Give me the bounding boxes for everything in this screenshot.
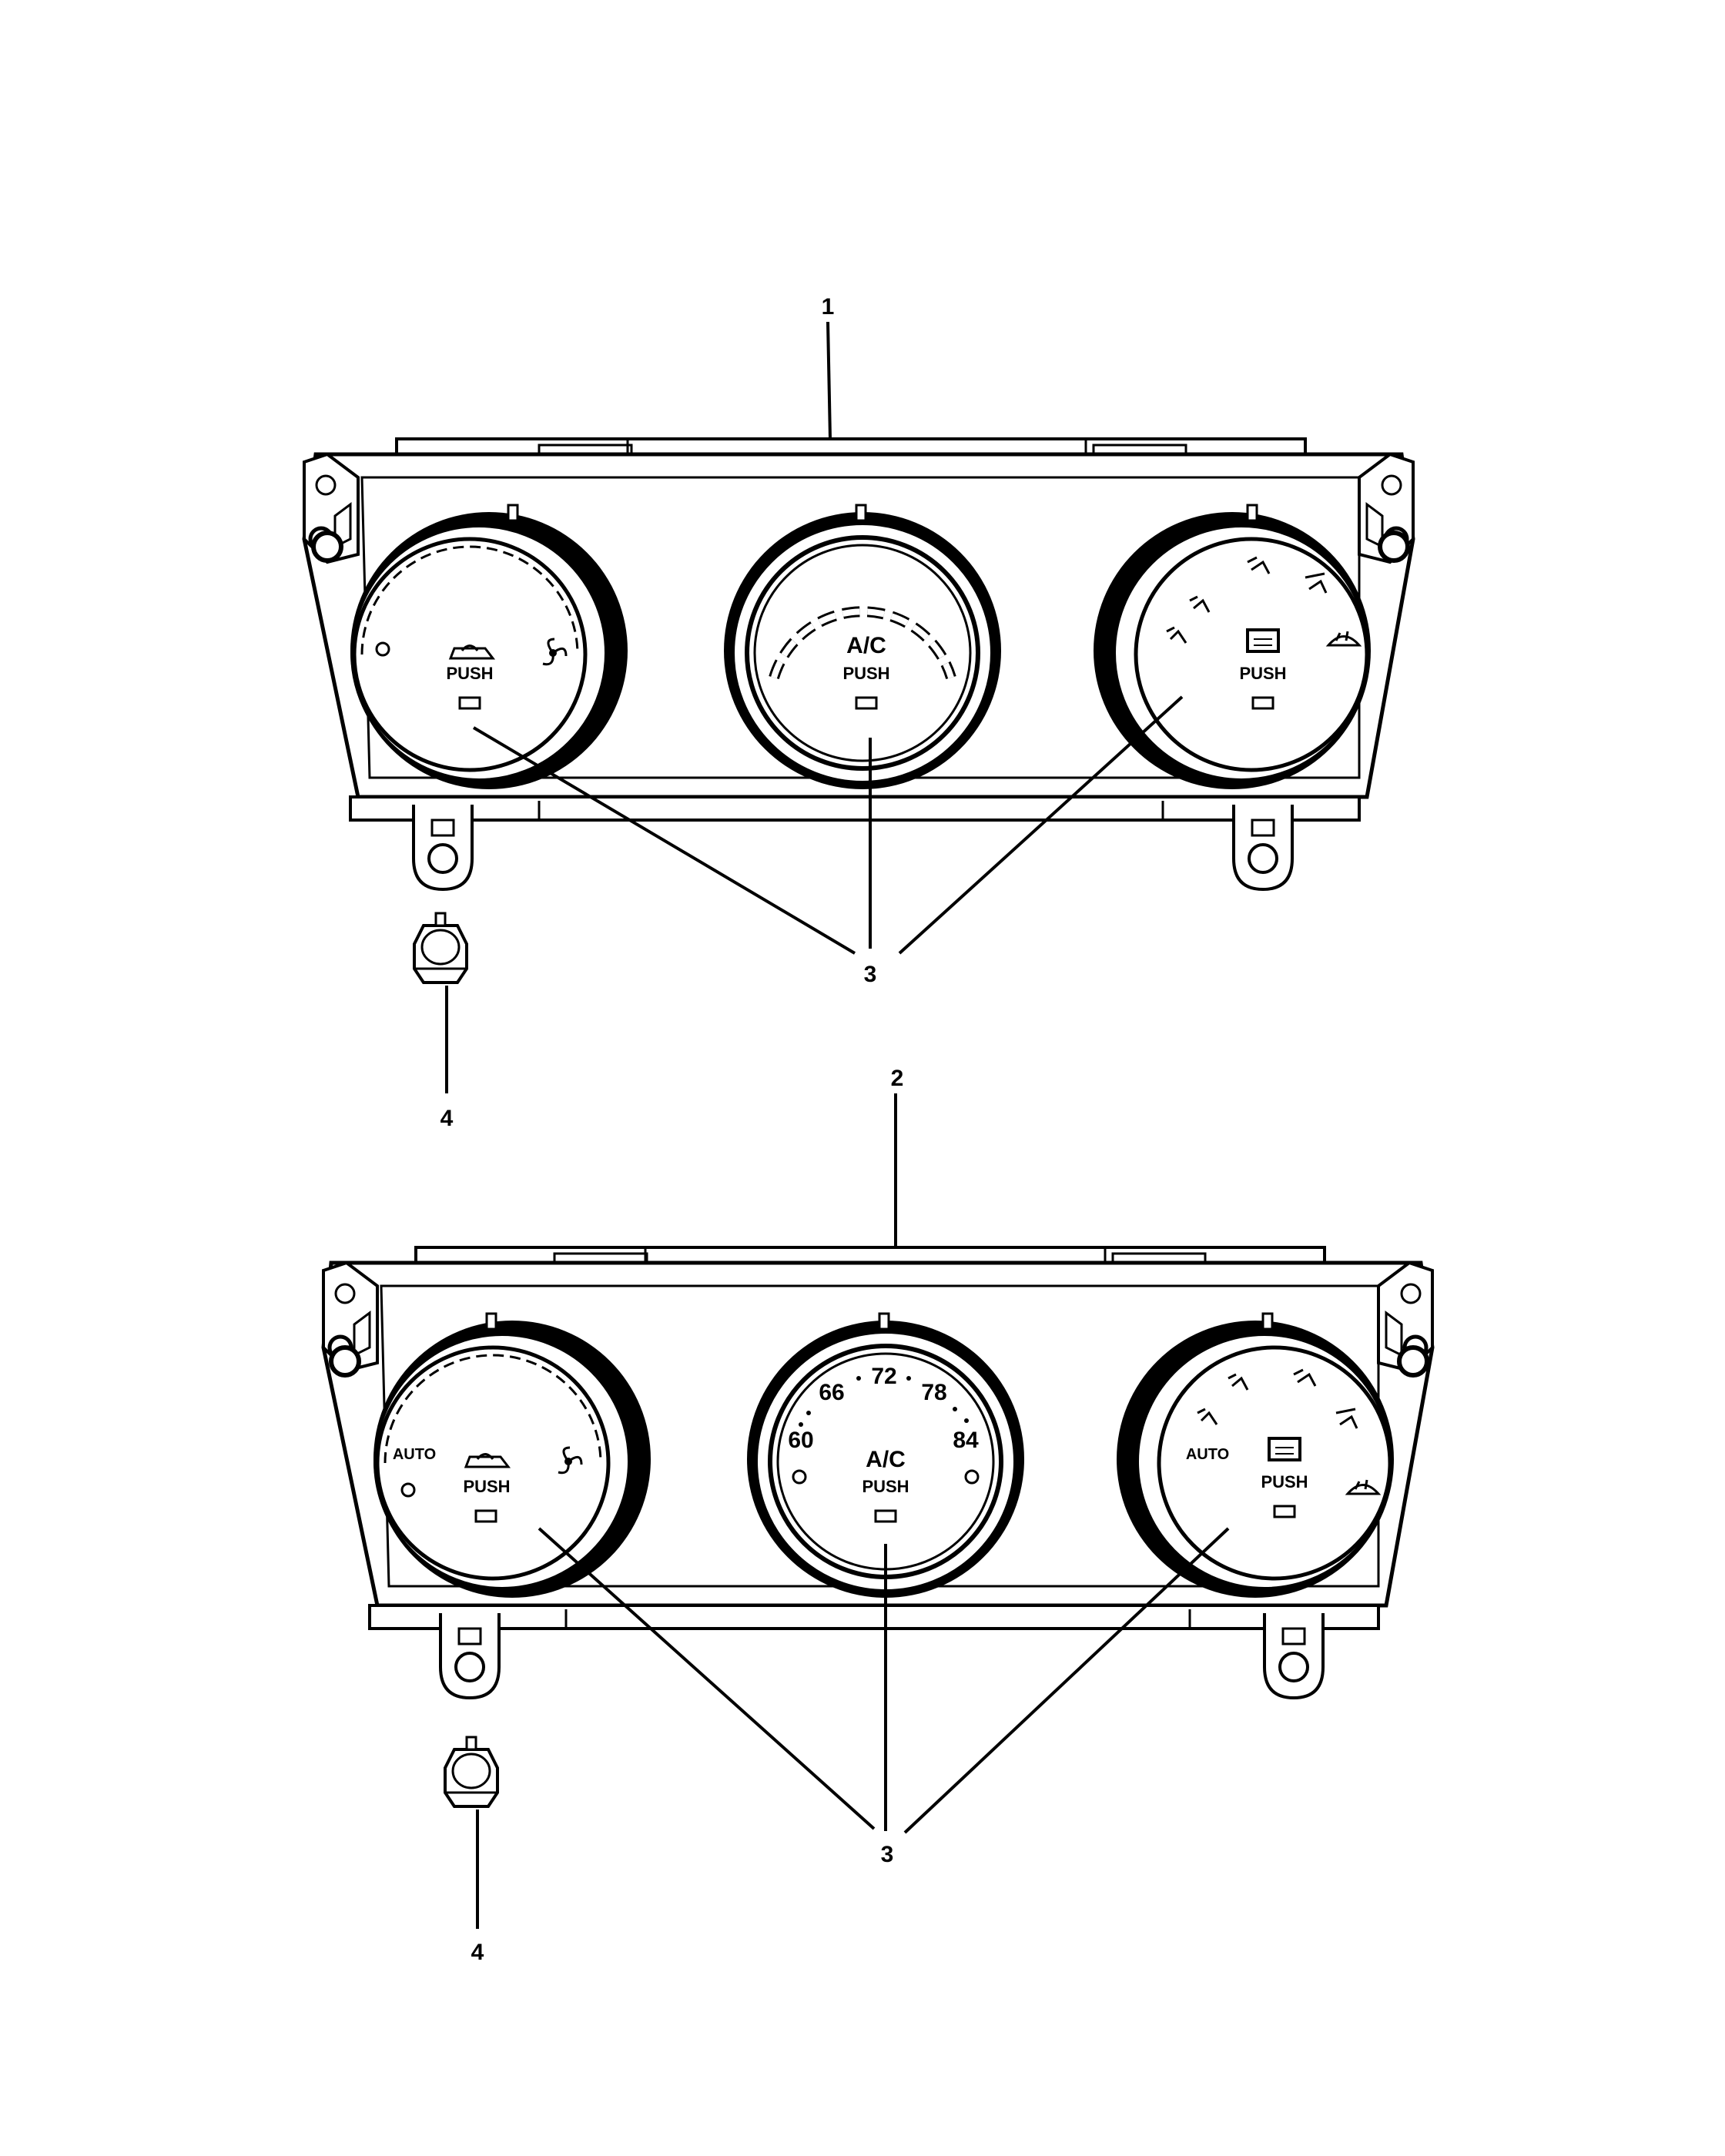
auto-label: AUTO xyxy=(393,1446,436,1463)
temp-72-label: 72 xyxy=(871,1364,896,1389)
blower-knob-auto[interactable]: AUTO PUSH xyxy=(373,1312,651,1598)
indicator-lamp xyxy=(1251,696,1274,710)
push-label: PUSH xyxy=(446,664,493,683)
push-label: PUSH xyxy=(1261,1472,1308,1491)
defrost-icon xyxy=(1325,631,1362,647)
leader-lines xyxy=(445,321,1230,1929)
push-label: PUSH xyxy=(842,664,889,683)
push-label: PUSH xyxy=(1239,664,1286,683)
indicator-lamp xyxy=(874,1509,897,1523)
indicator-lamp xyxy=(1273,1505,1296,1518)
bilevel-icon xyxy=(1189,595,1211,613)
auto-label: AUTO xyxy=(1186,1446,1229,1463)
temp-84-label: 84 xyxy=(953,1428,979,1453)
ac-label: A/C xyxy=(866,1447,906,1472)
blower-knob[interactable]: PUSH xyxy=(350,504,628,789)
mode-knob[interactable]: PUSH xyxy=(1094,504,1371,789)
callout-4-top: 4 xyxy=(440,1106,454,1131)
mode-knob-auto[interactable]: AUTO PUSH xyxy=(1117,1312,1394,1598)
temp-scale-dots xyxy=(799,1376,969,1427)
indicator-lamp xyxy=(458,696,481,710)
fastener-bottom xyxy=(444,1736,499,1808)
callout-4-bottom: 4 xyxy=(471,1940,484,1965)
recirculation-car-icon xyxy=(448,644,496,660)
ac-label: A/C xyxy=(846,633,886,658)
temp-78-label: 78 xyxy=(921,1380,946,1405)
callout-1: 1 xyxy=(822,294,835,320)
fan-icon xyxy=(558,1446,583,1475)
temp-60-label: 60 xyxy=(788,1428,813,1453)
floor-icon xyxy=(1247,556,1271,574)
rear-defrost-icon xyxy=(1246,628,1280,653)
rear-defrost-icon xyxy=(1268,1437,1301,1461)
off-circle-icon xyxy=(375,641,390,657)
temp-66-label: 66 xyxy=(819,1380,844,1405)
control-panel-1: PUSH A/C PUSH xyxy=(302,437,1415,891)
callout-2: 2 xyxy=(891,1066,904,1091)
floor-icon xyxy=(1293,1368,1317,1387)
panel-vent-icon xyxy=(1197,1408,1218,1425)
indicator-lamp xyxy=(855,696,878,710)
callout-3-bottom: 3 xyxy=(881,1842,894,1867)
panel-vent-icon xyxy=(1166,626,1187,644)
floor-defrost-icon xyxy=(1305,572,1328,594)
control-panel-2: AUTO PUSH 60 66 72 78 84 xyxy=(321,1246,1435,1699)
floor-defrost-icon xyxy=(1335,1408,1358,1429)
off-circle-icon xyxy=(400,1482,416,1498)
temperature-knob[interactable]: A/C PUSH xyxy=(724,504,1001,789)
indicator-lamp xyxy=(474,1509,497,1523)
bilevel-icon xyxy=(1228,1373,1249,1391)
fan-icon xyxy=(542,638,568,666)
push-label: PUSH xyxy=(463,1477,510,1496)
fastener-top xyxy=(413,912,468,984)
defrost-icon xyxy=(1345,1479,1382,1495)
callout-3-top: 3 xyxy=(864,962,877,987)
recirculation-car-icon xyxy=(464,1453,511,1468)
push-label: PUSH xyxy=(862,1477,909,1496)
